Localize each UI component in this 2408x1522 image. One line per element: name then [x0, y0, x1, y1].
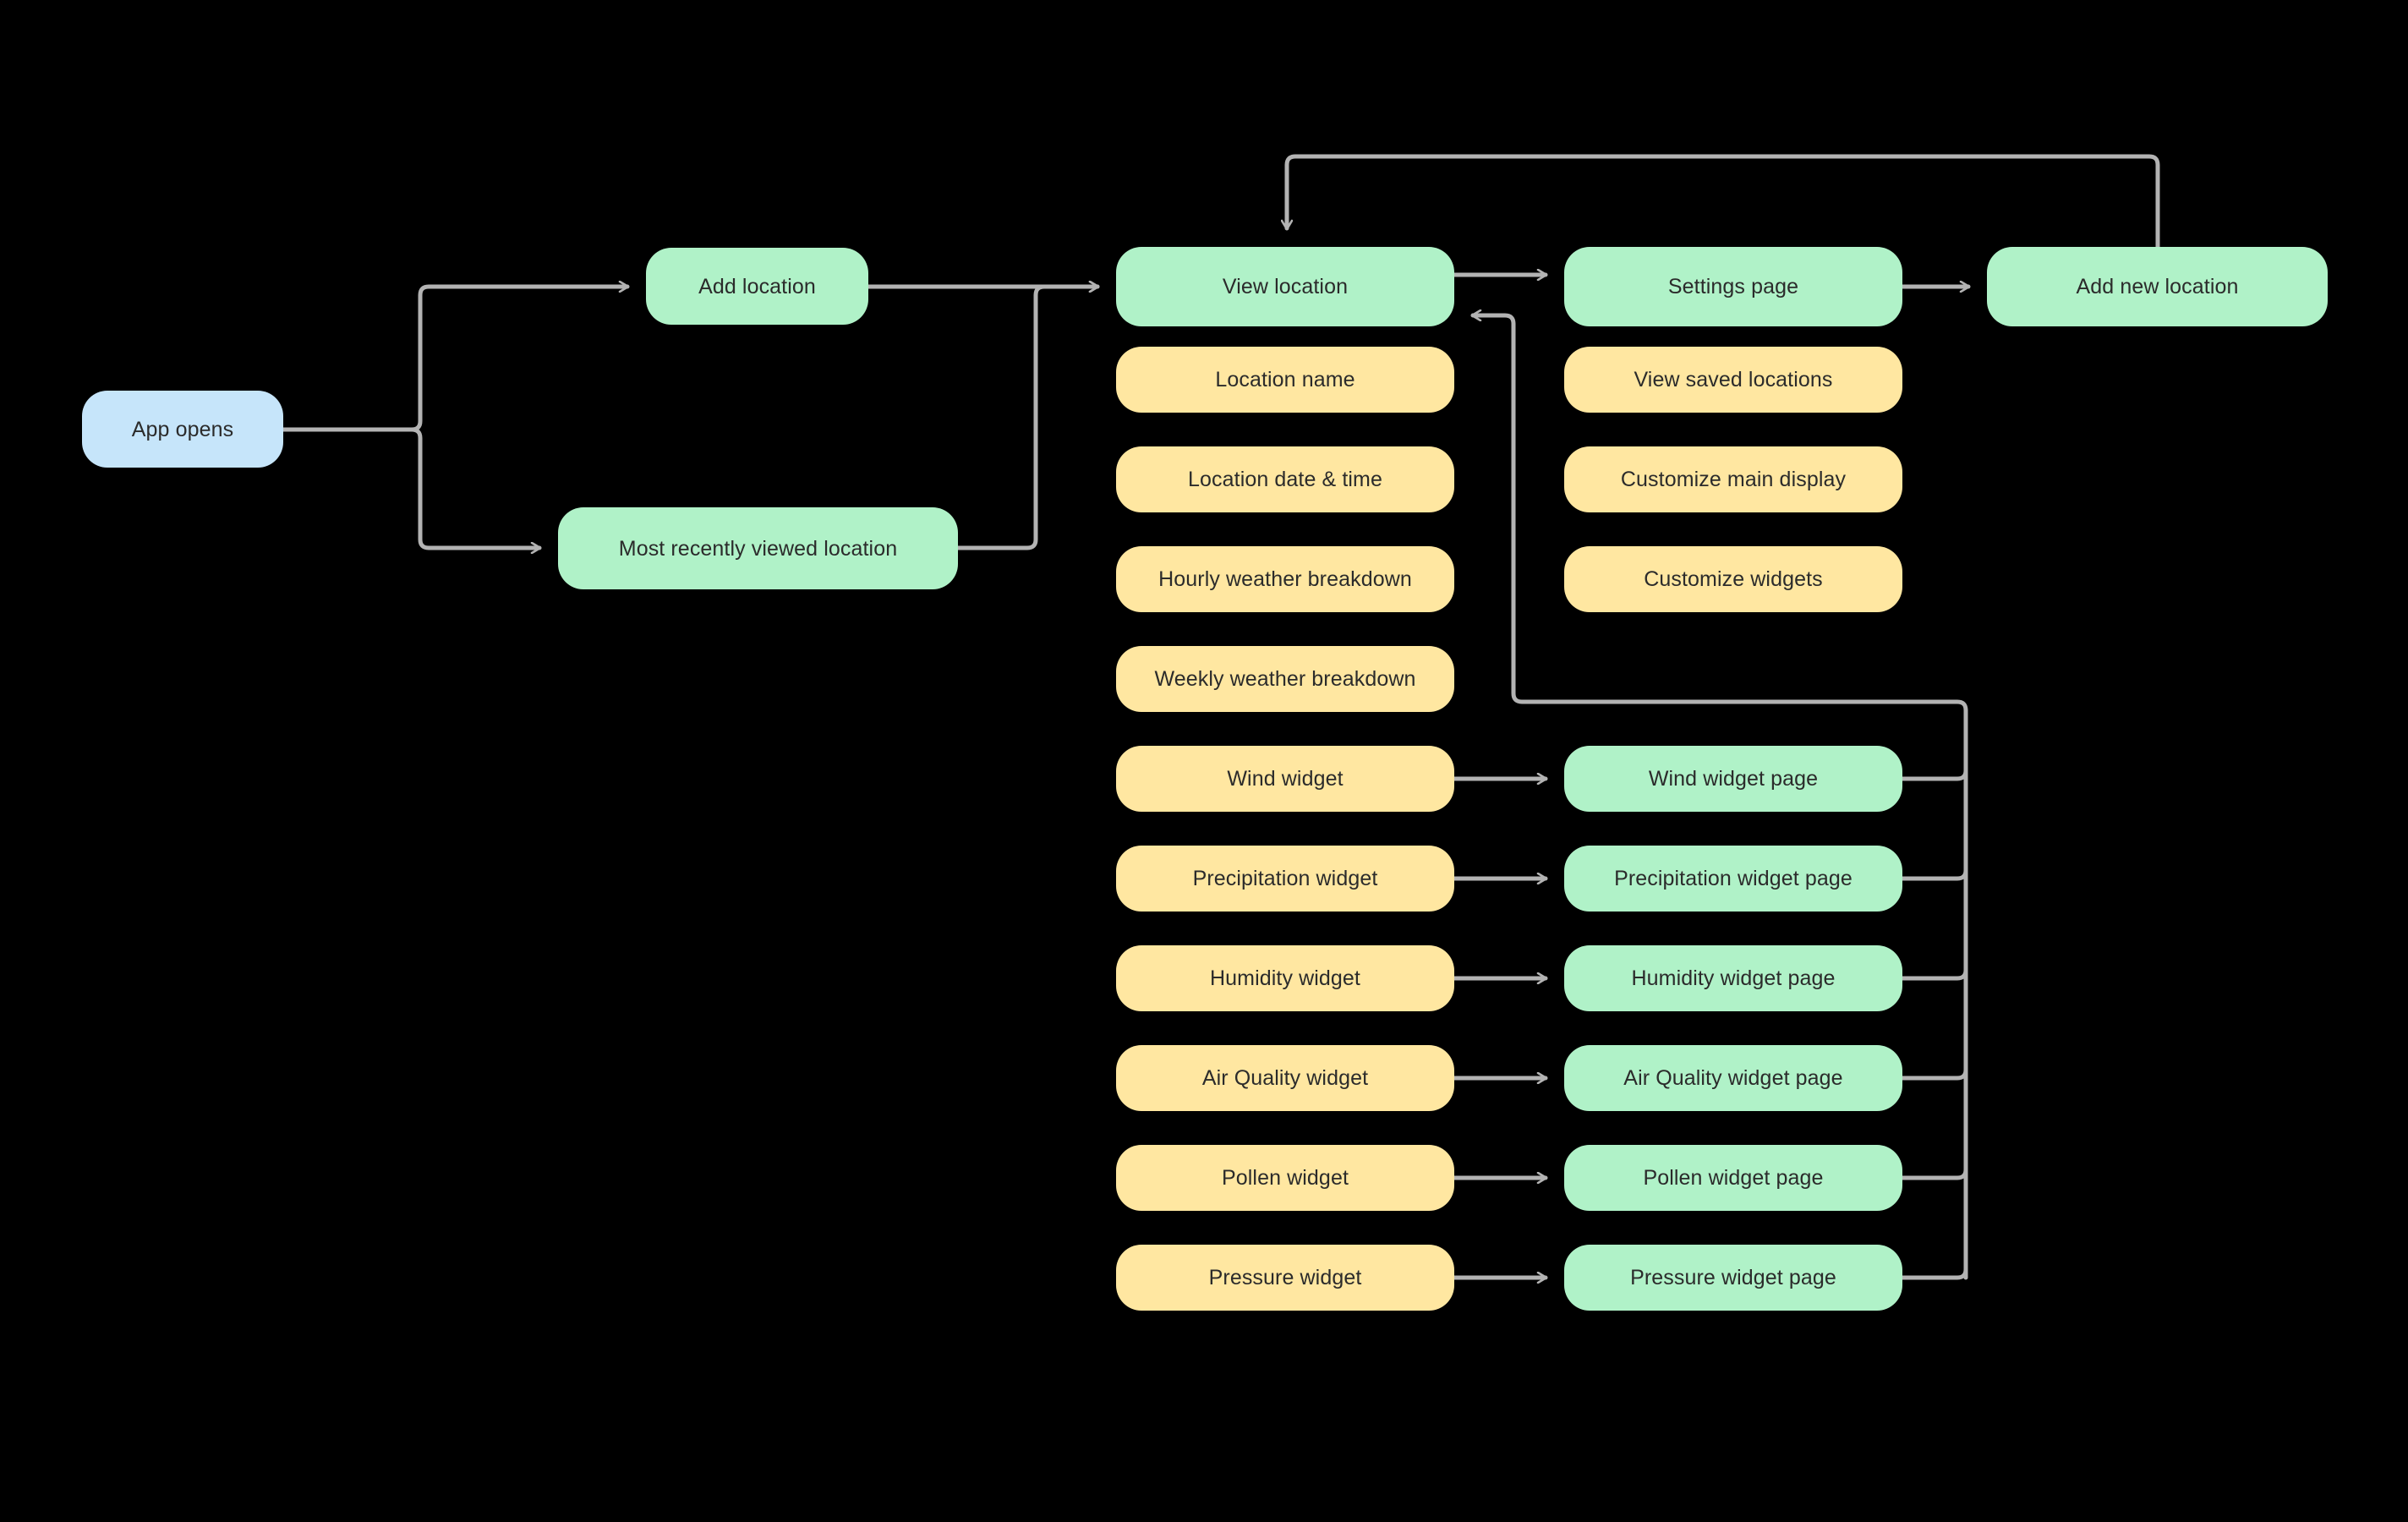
edge-precipitation-page-return: [1900, 868, 1968, 881]
node-air-quality-widget-page[interactable]: Air Quality widget page: [1564, 1045, 1902, 1111]
node-label: Pollen widget: [1221, 1166, 1349, 1190]
node-label: Precipitation widget: [1192, 867, 1378, 890]
node-most-recently-viewed-location[interactable]: Most recently viewed location: [558, 507, 958, 589]
node-humidity-widget-page[interactable]: Humidity widget page: [1564, 945, 1902, 1011]
edge-air-quality-page-return: [1900, 1067, 1968, 1081]
node-label: Settings page: [1667, 275, 1799, 298]
node-pressure-widget[interactable]: Pressure widget: [1116, 1245, 1454, 1311]
node-label: Humidity widget page: [1631, 966, 1836, 990]
node-label: Pressure widget page: [1630, 1266, 1836, 1289]
node-add-new-location[interactable]: Add new location: [1987, 247, 2328, 326]
node-label: Most recently viewed location: [618, 536, 898, 561]
node-label: Weekly weather breakdown: [1154, 667, 1416, 691]
node-app-opens[interactable]: App opens: [82, 391, 283, 468]
edge-pressure-page-return: [1900, 1267, 1968, 1280]
node-weekly-weather-breakdown[interactable]: Weekly weather breakdown: [1116, 646, 1454, 712]
node-label: Pressure widget: [1208, 1266, 1362, 1289]
node-label: Add new location: [2076, 275, 2239, 298]
node-label: Wind widget page: [1648, 767, 1819, 791]
node-view-saved-locations[interactable]: View saved locations: [1564, 347, 1902, 413]
node-location-name[interactable]: Location name: [1116, 347, 1454, 413]
node-label: Location name: [1215, 368, 1355, 391]
node-label: Wind widget: [1227, 767, 1344, 791]
node-pressure-widget-page[interactable]: Pressure widget page: [1564, 1245, 1902, 1311]
node-air-quality-widget[interactable]: Air Quality widget: [1116, 1045, 1454, 1111]
node-label: Customize main display: [1620, 468, 1847, 491]
node-label: App opens: [131, 417, 234, 441]
node-label: Air Quality widget: [1201, 1066, 1369, 1090]
node-location-date-time[interactable]: Location date & time: [1116, 446, 1454, 512]
node-wind-widget[interactable]: Wind widget: [1116, 746, 1454, 812]
edge-add-new-location-to-view-location: [1287, 154, 2160, 249]
node-label: Pollen widget page: [1643, 1166, 1824, 1190]
node-label: Add location: [698, 274, 816, 298]
node-label: Location date & time: [1188, 468, 1382, 491]
node-label: Precipitation widget page: [1614, 867, 1853, 890]
edge-humidity-page-return: [1900, 967, 1968, 981]
edge-app-opens-to-add-location: [409, 287, 630, 432]
node-wind-widget-page[interactable]: Wind widget page: [1564, 746, 1902, 812]
node-label: View location: [1222, 275, 1349, 298]
edge-wind-page-return: [1900, 768, 1968, 781]
node-hourly-weather-breakdown[interactable]: Hourly weather breakdown: [1116, 546, 1454, 612]
node-customize-widgets[interactable]: Customize widgets: [1564, 546, 1902, 612]
edge-app-opens-to-most-recently-viewed: [409, 427, 542, 548]
node-settings-page[interactable]: Settings page: [1564, 247, 1902, 326]
node-pollen-widget-page[interactable]: Pollen widget page: [1564, 1145, 1902, 1211]
node-label: View saved locations: [1634, 368, 1833, 391]
node-pollen-widget[interactable]: Pollen widget: [1116, 1145, 1454, 1211]
node-customize-main-display[interactable]: Customize main display: [1564, 446, 1902, 512]
node-humidity-widget[interactable]: Humidity widget: [1116, 945, 1454, 1011]
edge-most-recently-to-view-location: [955, 287, 1100, 550]
node-precipitation-widget-page[interactable]: Precipitation widget page: [1564, 846, 1902, 912]
node-label: Humidity widget: [1210, 966, 1360, 990]
edge-pollen-page-return: [1900, 1167, 1968, 1180]
node-label: Customize widgets: [1644, 567, 1823, 591]
node-precipitation-widget[interactable]: Precipitation widget: [1116, 846, 1454, 912]
node-label: Air Quality widget page: [1623, 1066, 1843, 1090]
node-view-location[interactable]: View location: [1116, 247, 1454, 326]
node-add-location[interactable]: Add location: [646, 248, 868, 325]
node-label: Hourly weather breakdown: [1158, 567, 1412, 591]
